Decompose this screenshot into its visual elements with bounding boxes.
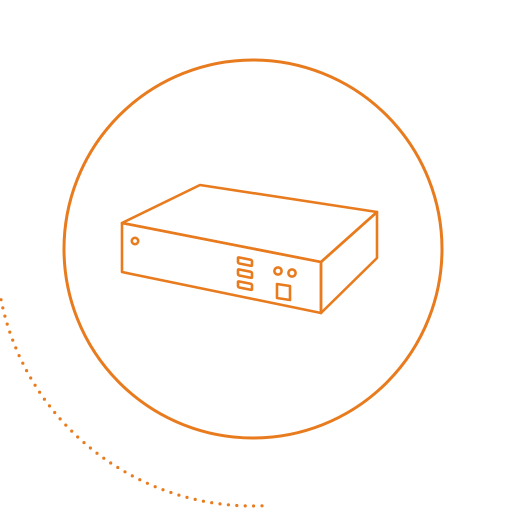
arc-dot <box>123 470 127 474</box>
slot-button-3 <box>236 280 254 292</box>
arc-dot <box>76 435 80 439</box>
arc-dot <box>145 481 149 485</box>
arc-dot <box>25 369 29 373</box>
arc-dot <box>153 485 157 489</box>
arc-dot <box>3 314 7 318</box>
arc-dot <box>5 322 9 326</box>
arc-dot <box>177 493 181 497</box>
arc-dot <box>226 503 230 507</box>
arc-dot <box>14 346 18 350</box>
arc-dot <box>47 404 52 408</box>
set-top-box-icon <box>120 183 379 315</box>
slot-button-2 <box>236 268 254 280</box>
arc-dot <box>218 502 222 506</box>
arc-dot <box>29 376 33 380</box>
arc-dot <box>169 490 173 495</box>
arc-dot <box>53 410 57 415</box>
arc-dot <box>138 478 142 482</box>
device-top-face <box>120 183 379 264</box>
arc-dot <box>185 495 189 499</box>
arc-dot <box>42 397 47 401</box>
circle-frame-icon <box>62 58 444 440</box>
dotted-arc-icon <box>0 298 264 508</box>
arc-dot <box>243 504 247 508</box>
arc-dot <box>33 383 37 387</box>
arc-dot <box>210 501 214 505</box>
arc-dot <box>116 465 120 470</box>
arc-dot <box>130 474 134 478</box>
square-port-icon <box>275 282 292 302</box>
arc-dot <box>109 461 113 465</box>
arc-dot <box>95 451 99 455</box>
arc-dot <box>193 497 197 501</box>
arc-dot <box>201 499 205 503</box>
arc-dot <box>252 504 256 508</box>
arc-dot <box>235 503 239 508</box>
arc-dot <box>88 446 92 450</box>
arc-dot <box>58 417 62 421</box>
arc-dot <box>21 361 25 365</box>
slot-button-1 <box>236 256 254 268</box>
arc-dot <box>161 488 165 492</box>
arc-dot <box>82 441 86 445</box>
arc-dot <box>260 504 264 508</box>
arc-dot <box>38 390 42 394</box>
power-button-icon <box>130 236 140 246</box>
arc-dot <box>11 338 15 342</box>
device-side-face <box>319 210 379 315</box>
arc-dot <box>102 456 106 460</box>
arc-dot <box>8 330 12 334</box>
arc-dot <box>1 306 5 310</box>
arc-dot <box>64 423 68 427</box>
indicator-light-2 <box>287 268 297 278</box>
arc-dot <box>17 354 21 358</box>
arc-dot <box>0 298 3 302</box>
indicator-light-1 <box>273 266 283 276</box>
arc-dot <box>70 429 74 433</box>
